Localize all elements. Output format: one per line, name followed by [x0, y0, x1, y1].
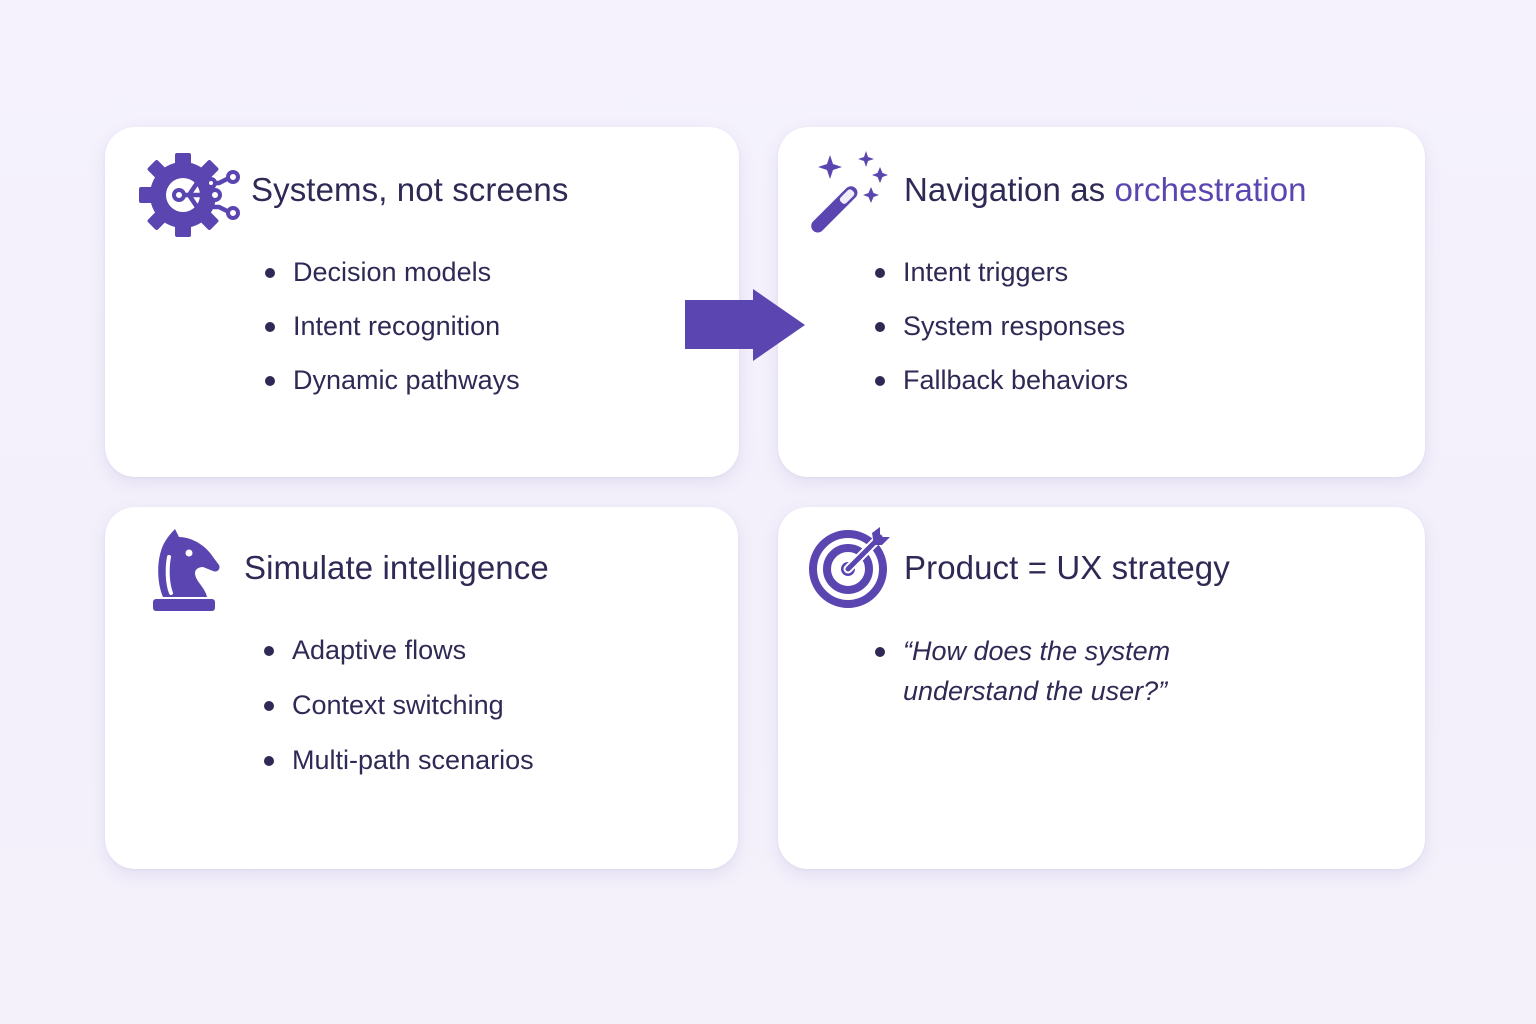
bullet-list: “How does the system understand the user… — [875, 631, 1203, 711]
target-icon — [808, 527, 894, 609]
card-title: Product = UX strategy — [904, 549, 1230, 586]
card-navigation-orchestration: Navigation as orchestration Intent trigg… — [778, 127, 1425, 477]
card-title: Systems, not screens — [251, 171, 569, 208]
list-item: Dynamic pathways — [265, 363, 520, 417]
card-simulate-intelligence: Simulate intelligence Adaptive flows Con… — [105, 507, 738, 869]
gear-circuit-icon — [139, 153, 241, 237]
chess-knight-icon — [149, 527, 223, 613]
title-accent-text: orchestration — [1114, 171, 1307, 208]
bullet-list: Decision models Intent recognition Dynam… — [265, 255, 520, 417]
card-title: Simulate intelligence — [244, 549, 549, 586]
magic-wand-icon — [808, 151, 892, 235]
title-text: Navigation as — [904, 171, 1115, 208]
bullet-list: Adaptive flows Context switching Multi-p… — [264, 633, 534, 798]
list-item: Context switching — [264, 688, 534, 743]
list-item: Adaptive flows — [264, 633, 534, 688]
card-systems-not-screens: Systems, not screens Decision models Int… — [105, 127, 739, 477]
list-item: Decision models — [265, 255, 520, 309]
list-item: System responses — [875, 309, 1128, 363]
quote-item: “How does the system understand the user… — [875, 631, 1203, 711]
list-item: Intent triggers — [875, 255, 1128, 309]
bullet-list: Intent triggers System responses Fallbac… — [875, 255, 1128, 417]
list-item: Fallback behaviors — [875, 363, 1128, 417]
list-item: Intent recognition — [265, 309, 520, 363]
list-item: Multi-path scenarios — [264, 743, 534, 798]
card-product-ux-strategy: Product = UX strategy “How does the syst… — [778, 507, 1425, 869]
arrow-right-icon — [683, 288, 807, 367]
card-title: Navigation as orchestration — [904, 171, 1307, 209]
